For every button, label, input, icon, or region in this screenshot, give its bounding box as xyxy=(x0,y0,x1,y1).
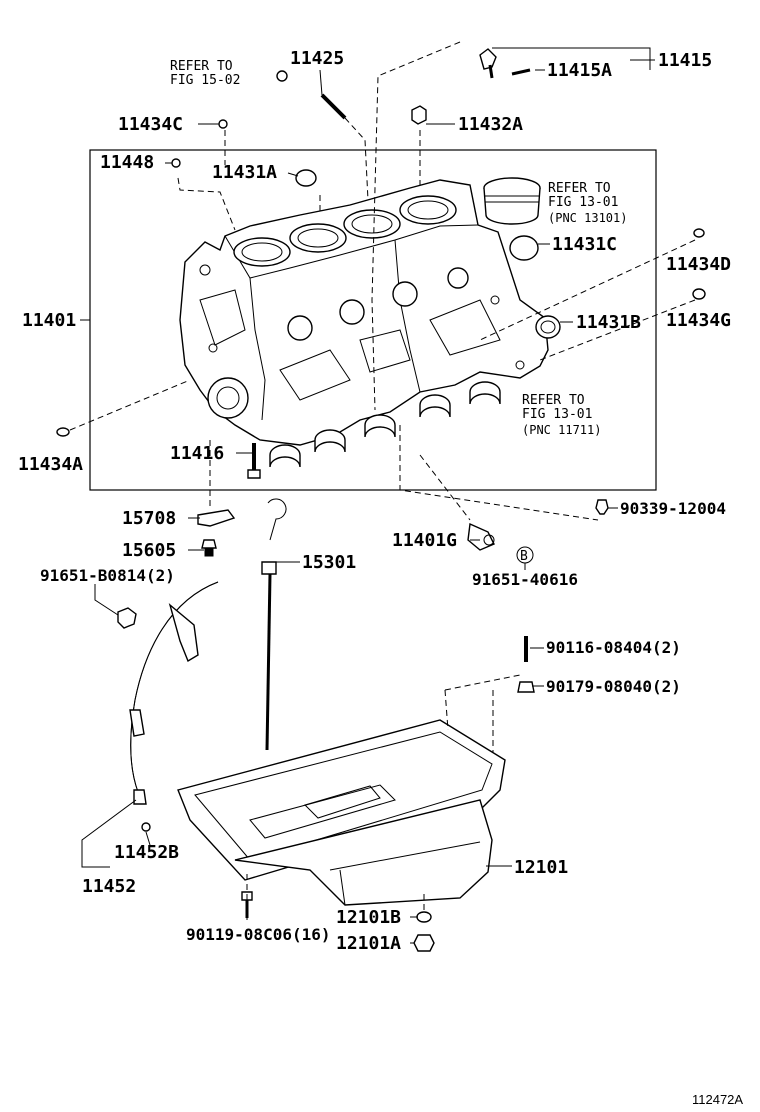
label-11448: 11448 xyxy=(100,152,154,173)
label-12101: 12101 xyxy=(514,857,568,878)
label-11431c: 11431C xyxy=(552,234,617,255)
ref2-line3: (PNC 13101) xyxy=(548,211,627,225)
dipstick-15301 xyxy=(261,498,287,751)
figure-id: 112472A xyxy=(692,1092,743,1107)
nut-90179 xyxy=(517,681,535,693)
label-11415a: 11415A xyxy=(547,60,612,81)
label-11401: 11401 xyxy=(22,310,76,331)
label-15301: 15301 xyxy=(302,552,356,573)
part-15605 xyxy=(201,539,217,557)
label-11416: 11416 xyxy=(170,443,224,464)
label-11434c: 11434C xyxy=(118,114,183,135)
clip-15708 xyxy=(197,509,236,527)
bolt-90339 xyxy=(595,499,609,515)
ref3-line3: (PNC 11711) xyxy=(522,423,601,437)
label-11452: 11452 xyxy=(82,876,136,897)
circle-b-letter: B xyxy=(520,549,528,564)
label-91651-40616: 91651-40616 xyxy=(472,570,578,589)
dashed-guide-lines xyxy=(69,41,696,920)
part-labels: 11425 11415 11415A 11434C 11432A 11448 1… xyxy=(18,48,731,954)
ref3-line2: FIG 13-01 xyxy=(522,407,592,422)
label-11432a: 11432A xyxy=(458,114,523,135)
ref1-line1: REFER TO xyxy=(170,59,233,74)
cylinder-block-illustration xyxy=(179,179,549,446)
label-90179: 90179-08040(2) xyxy=(546,677,681,696)
label-11434d: 11434D xyxy=(666,254,731,275)
label-12101b: 12101B xyxy=(336,907,401,928)
label-90339: 90339-12004 xyxy=(620,499,726,518)
ref3-line1: REFER TO xyxy=(522,393,585,408)
ref1-line2: FIG 15-02 xyxy=(170,73,240,88)
label-15708: 15708 xyxy=(122,508,176,529)
sensor-11401g xyxy=(467,522,495,551)
reference-notes: REFER TO FIG 15-02 REFER TO FIG 13-01 (P… xyxy=(170,59,627,437)
bolt-91651-b0814 xyxy=(117,607,137,629)
label-11452b: 11452B xyxy=(114,842,179,863)
label-11401g: 11401G xyxy=(392,530,457,551)
label-90116: 90116-08404(2) xyxy=(546,638,681,657)
stud-and-bolts xyxy=(276,48,531,125)
label-11434g: 11434G xyxy=(666,310,731,331)
ref2-line1: REFER TO xyxy=(548,181,611,196)
main-bearings xyxy=(269,381,501,468)
label-11415: 11415 xyxy=(658,50,712,71)
guide-tube-11452 xyxy=(129,581,219,832)
label-91651-b0814: 91651-B0814(2) xyxy=(40,566,175,585)
expansion-plugs xyxy=(56,119,706,437)
label-15605: 15605 xyxy=(122,540,176,561)
ref2-line2: FIG 13-01 xyxy=(548,195,618,210)
label-11431b: 11431B xyxy=(576,312,641,333)
bolt-11416 xyxy=(247,443,261,479)
label-90119: 90119-08C06(16) xyxy=(186,925,331,944)
leader-lines xyxy=(80,47,655,944)
label-11434a: 11434A xyxy=(18,454,83,475)
label-11431a: 11431A xyxy=(212,162,277,183)
label-11425: 11425 xyxy=(290,48,344,69)
label-12101a: 12101A xyxy=(336,933,401,954)
piston-illustration xyxy=(483,177,541,225)
oil-pan-12101 xyxy=(177,719,506,952)
